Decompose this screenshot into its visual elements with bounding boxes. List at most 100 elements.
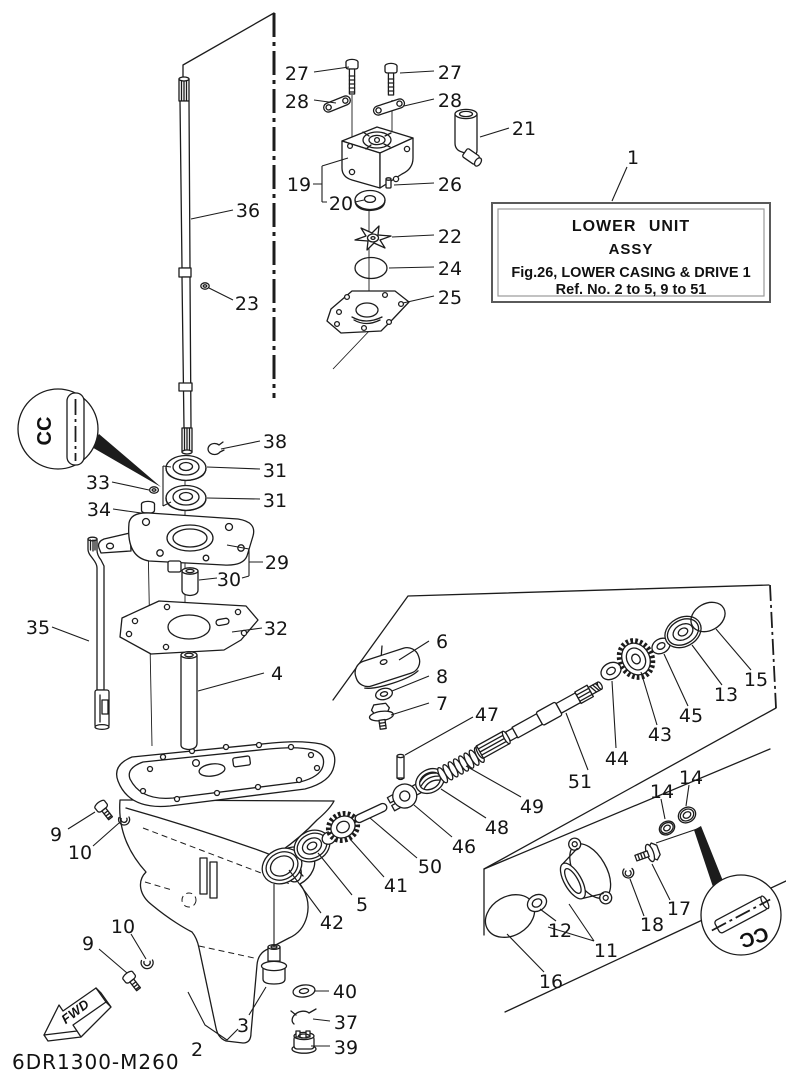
part-7-bolt <box>368 702 394 730</box>
callout-36: 36 <box>236 200 260 222</box>
callout-37: 37 <box>334 1012 358 1034</box>
callout-31a: 31 <box>263 460 287 482</box>
callout-46: 46 <box>452 836 476 858</box>
callout-40: 40 <box>333 981 357 1003</box>
callout-6: 6 <box>436 631 448 653</box>
callout-50: 50 <box>418 856 442 878</box>
callout-18: 18 <box>640 914 664 936</box>
callout-38: 38 <box>263 431 287 453</box>
detail-pointer-right <box>694 826 723 887</box>
lower-casing-part-2 <box>115 741 336 1044</box>
callout-33: 33 <box>86 472 110 494</box>
callout-1: 1 <box>627 147 639 169</box>
callout-26: 26 <box>438 174 462 196</box>
part-44-washer <box>600 661 622 681</box>
stamp-marking-left: CC <box>34 417 56 446</box>
callout-28a: 28 <box>285 91 309 113</box>
figure-ref-note: Ref. No. 2 to 5, 9 to 51 <box>556 282 707 298</box>
part-22-impeller <box>354 225 392 251</box>
drawing-code: 6DR1300-M260 <box>12 1050 180 1074</box>
part-33-dowel-pin <box>148 486 160 494</box>
leader-lines <box>51 66 752 1047</box>
part-46-shift-plunger <box>386 782 424 812</box>
callout-29: 29 <box>265 552 289 574</box>
callout-19: 19 <box>287 174 311 196</box>
detail-circle-right: CC <box>694 826 782 956</box>
callout-14a: 14 <box>650 781 674 803</box>
part-31-bearing-lower <box>165 484 207 512</box>
title-line-1: LOWER UNIT <box>572 218 690 235</box>
callout-20: 20 <box>329 193 353 215</box>
part-20-collar <box>354 189 386 212</box>
part-23-pin <box>200 282 210 290</box>
part-5-bearing <box>293 829 331 863</box>
callout-51: 51 <box>568 771 592 793</box>
callout-27a: 27 <box>285 63 309 85</box>
part-27-bolt-left <box>345 58 359 95</box>
part-11-bearing-housing <box>559 837 613 905</box>
part-28-plate-left <box>323 95 351 113</box>
part-45-washer <box>651 637 671 655</box>
water-inlet-slot <box>209 861 218 899</box>
part-29-bracket <box>97 512 255 573</box>
part-6-anode <box>354 647 421 689</box>
part-38-clip <box>207 441 225 456</box>
callout-8: 8 <box>436 666 448 688</box>
part-9-bolt-lower <box>122 970 142 992</box>
part-8-washer <box>374 687 394 701</box>
part-3-bushing <box>260 943 288 985</box>
callout-44: 44 <box>605 748 629 770</box>
part-47-pin <box>396 753 405 781</box>
callout-17: 17 <box>667 898 691 920</box>
part-15-o-ring <box>690 601 726 633</box>
callout-48: 48 <box>485 817 509 839</box>
part-36-drive-shaft <box>178 76 193 455</box>
callout-32: 32 <box>264 618 288 640</box>
title-box: LOWER UNIT ASSY Fig.26, LOWER CASING & D… <box>491 202 771 303</box>
callout-23: 23 <box>235 293 259 315</box>
part-4-dowel-tube <box>180 650 198 751</box>
part-12-oil-seal <box>526 893 548 913</box>
callout-39: 39 <box>334 1037 358 1059</box>
part-24-o-ring <box>354 256 388 280</box>
callout-47: 47 <box>475 704 499 726</box>
callout-22: 22 <box>438 226 462 248</box>
callout-10b: 10 <box>111 916 135 938</box>
callout-25: 25 <box>438 287 462 309</box>
part-43-pinion-gear <box>616 638 656 680</box>
callout-21: 21 <box>512 118 536 140</box>
callout-2: 2 <box>191 1039 203 1061</box>
part-21-water-tube <box>454 108 483 167</box>
callout-9b: 9 <box>82 933 94 955</box>
callout-labels: 1 27 27 28 28 21 19 26 20 22 24 25 36 23… <box>26 62 768 1061</box>
part-37-clip <box>290 1008 317 1025</box>
callout-41: 41 <box>384 875 408 897</box>
part-18-washer <box>622 867 635 879</box>
part-41-forward-gear <box>321 811 361 845</box>
callout-15: 15 <box>744 669 768 691</box>
fwd-arrow: FWD <box>43 987 112 1042</box>
part-40-washer <box>292 984 316 998</box>
detail-pointer-left <box>90 434 161 487</box>
part-9-bolt-upper <box>94 799 114 821</box>
detail-circle-left: CC <box>17 388 161 487</box>
flange-bolt-holes <box>139 741 321 803</box>
callout-30: 30 <box>217 569 241 591</box>
callout-10a: 10 <box>68 842 92 864</box>
part-32-gasket <box>119 600 259 655</box>
callout-31b: 31 <box>263 490 287 512</box>
part-25-plate <box>326 290 410 334</box>
part-14-bearing-a <box>658 820 676 836</box>
callout-27b: 27 <box>438 62 462 84</box>
callout-43: 43 <box>648 724 672 746</box>
callout-49: 49 <box>520 796 544 818</box>
part-31-bearing-upper <box>165 454 207 482</box>
part-10-washer-upper <box>117 816 131 826</box>
part-17-bolt <box>634 842 661 863</box>
callout-45: 45 <box>679 705 703 727</box>
part-51-propeller-shaft <box>475 681 603 759</box>
part-14-bearing-b <box>677 806 697 824</box>
callout-11: 11 <box>594 940 618 962</box>
